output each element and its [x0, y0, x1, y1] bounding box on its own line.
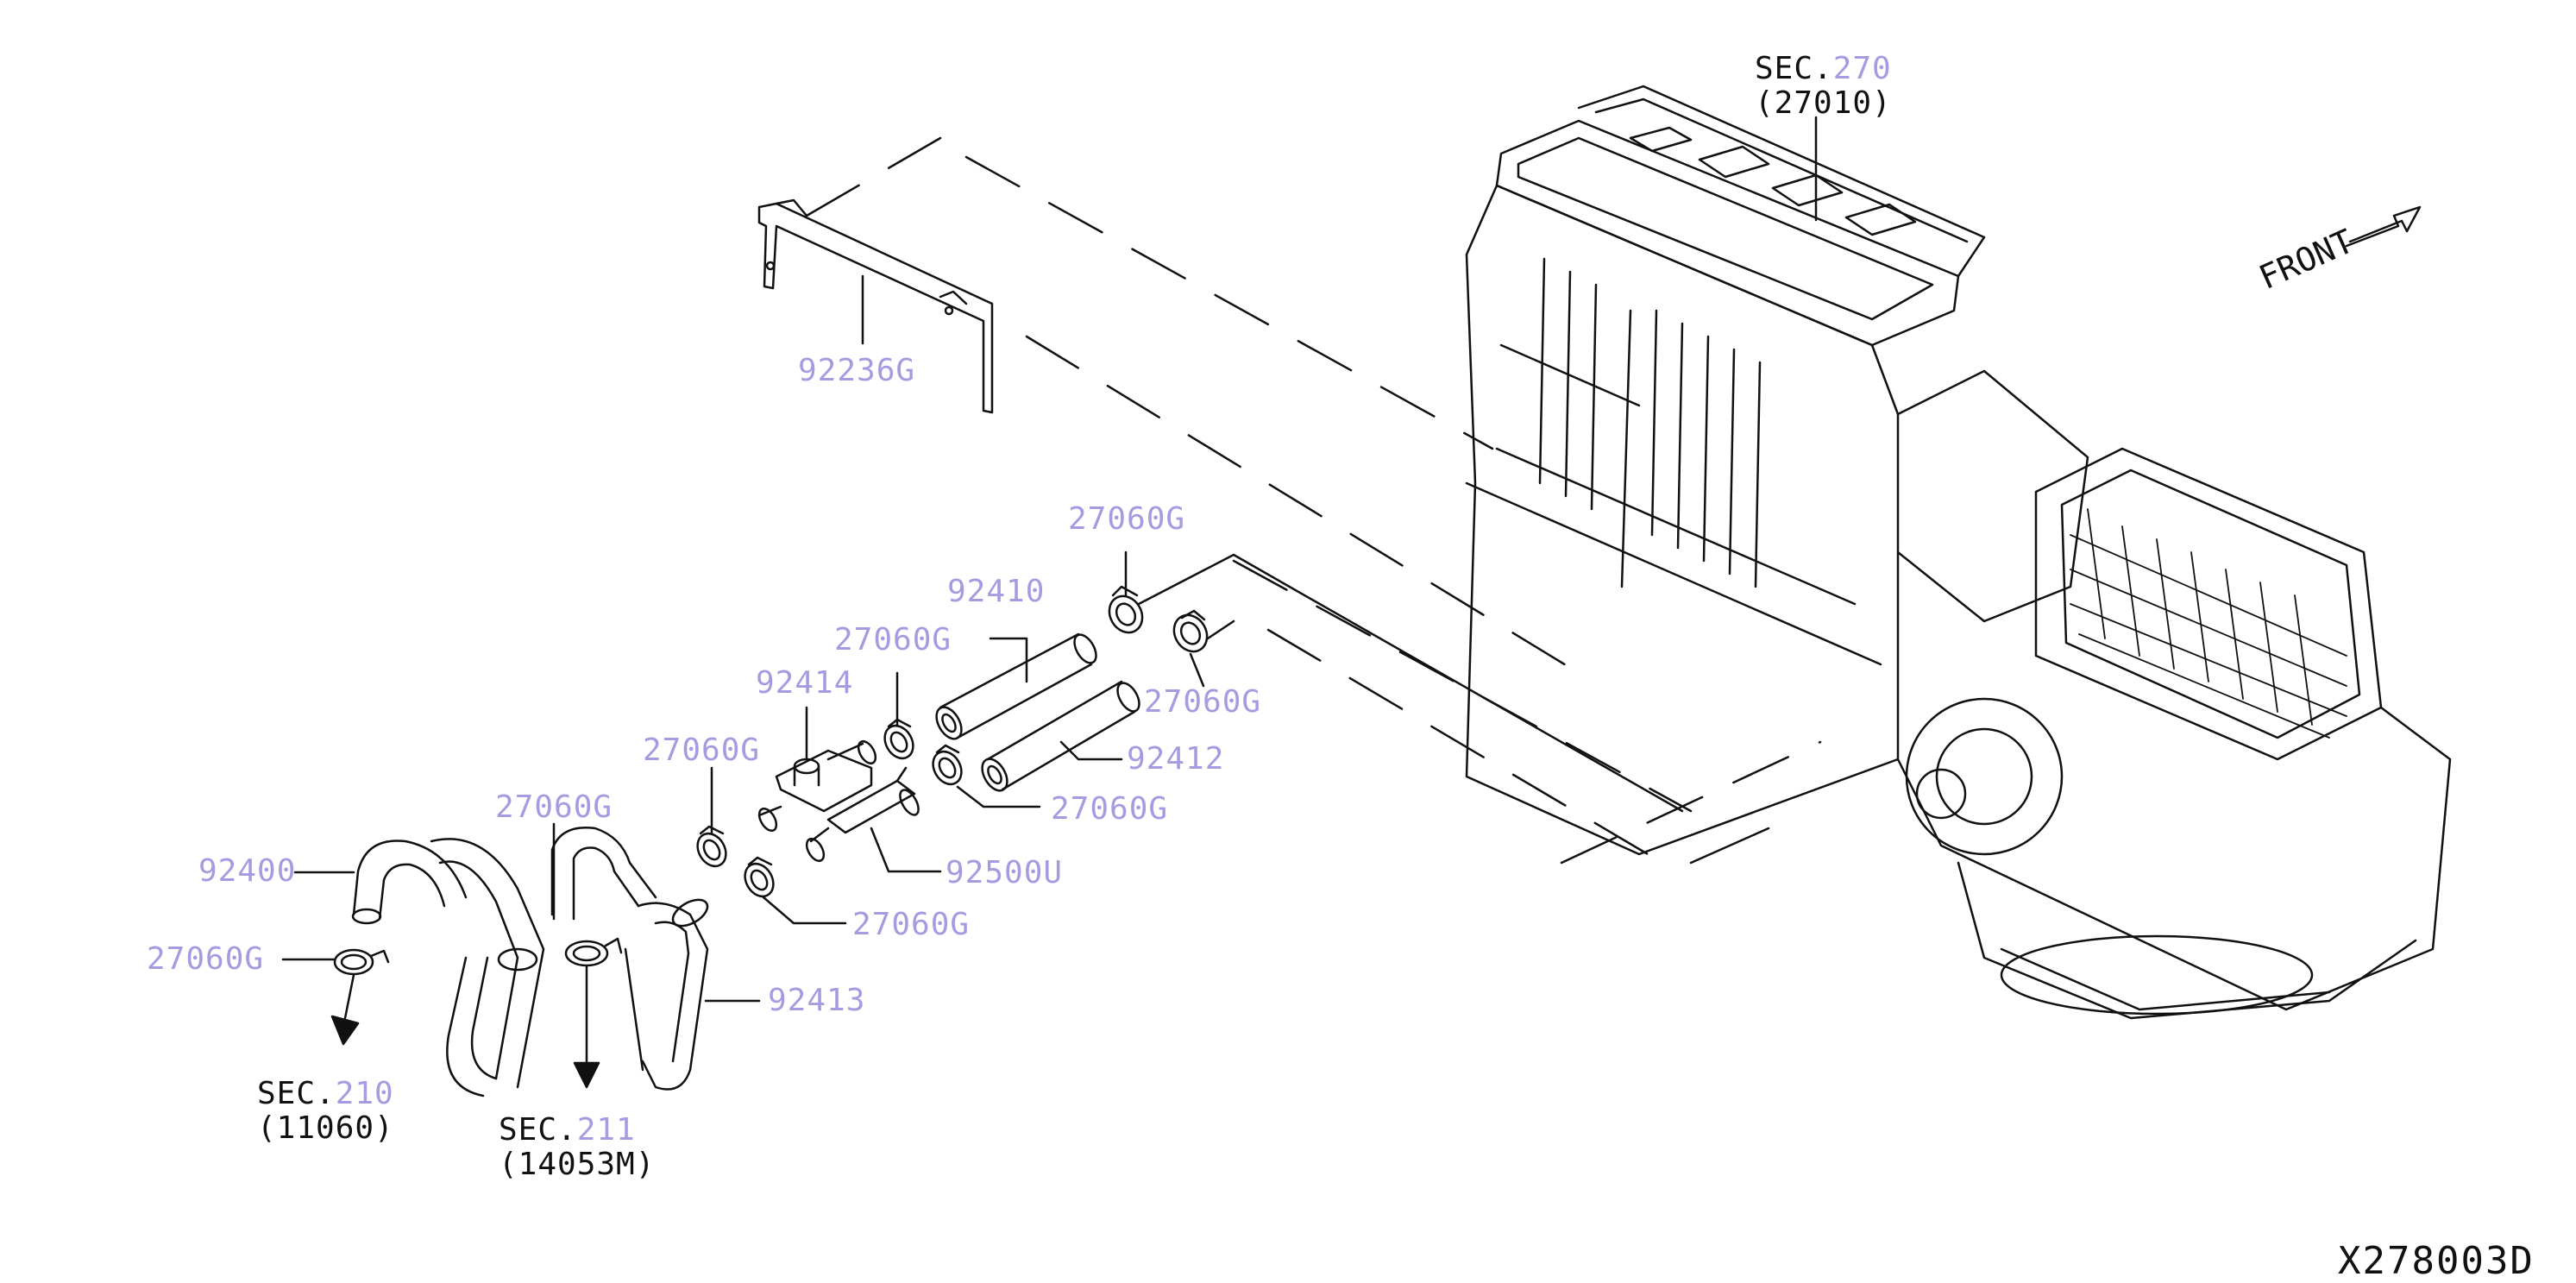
clamp-27060g-top — [1103, 587, 1148, 638]
clamp-27060g-lower-left — [692, 827, 732, 871]
front-arrow — [2347, 207, 2420, 246]
section-label-270: SEC.270 — [1755, 53, 1892, 85]
part-label-92400: 92400 — [198, 853, 297, 889]
part-label-27060g-b: 27060G — [834, 622, 952, 657]
diagram-id: X278003D — [2338, 1239, 2535, 1283]
part-label-27060g-far-left: 27060G — [147, 941, 265, 977]
part-label-27060g-f: 27060G — [852, 907, 971, 942]
leader-92500u — [871, 828, 940, 871]
part-label-27060g-right: 27060G — [1144, 684, 1262, 720]
section-prefix: SEC. — [257, 1076, 336, 1111]
hose-92400 — [353, 839, 543, 1096]
part-label-92413: 92413 — [768, 983, 866, 1018]
section-prefix: SEC. — [1755, 51, 1833, 86]
part-label-27060g-left: 27060G — [495, 789, 613, 825]
arrow-shaft-210 — [345, 975, 354, 1018]
section-code-11060: (11060) — [257, 1110, 394, 1146]
leader-92410 — [990, 638, 1027, 682]
arrow-sec211 — [575, 1063, 599, 1087]
part-label-92236g: 92236G — [798, 353, 916, 388]
leader-27060g-f — [763, 897, 845, 923]
leader-27060g-e — [958, 787, 1040, 807]
hose-92413 — [625, 895, 712, 1090]
hose-92412 — [977, 679, 1144, 795]
part-label-92410: 92410 — [947, 574, 1046, 609]
arrow-sec210 — [332, 1016, 358, 1044]
leader-27060g-right — [1191, 654, 1203, 686]
hose-92410 — [932, 631, 1101, 743]
pipe-guide-lines — [1139, 555, 1769, 863]
valve-92500u — [803, 768, 922, 864]
tee-joint-92414 — [756, 739, 879, 833]
section-code-27010: (27010) — [1755, 85, 1892, 121]
section-label-211: SEC.211 — [499, 1115, 636, 1146]
part-label-27060g-c: 27060G — [643, 733, 761, 768]
hvac-unit — [1467, 86, 2450, 1018]
part-label-27060g-e: 27060G — [1051, 791, 1169, 827]
section-number: 210 — [335, 1076, 394, 1111]
part-label-27060g-top: 27060G — [1068, 501, 1186, 537]
clamp-27060g-far-left — [335, 950, 388, 974]
hose-to-sec211 — [552, 827, 656, 965]
leader-92412 — [1061, 742, 1122, 759]
section-prefix: SEC. — [499, 1112, 577, 1148]
part-label-92412: 92412 — [1127, 741, 1225, 777]
clamp-27060g-right — [1167, 609, 1213, 657]
section-code-14053m: (14053M) — [499, 1147, 656, 1182]
section-number: 270 — [1832, 51, 1892, 86]
section-label-210: SEC.210 — [257, 1079, 394, 1110]
clamp-27060g-mid-lower — [927, 745, 967, 789]
clamp-27060g-lower-right — [739, 858, 779, 902]
part-label-92414: 92414 — [756, 665, 854, 701]
clamp-27060g-mid-upper — [879, 720, 919, 764]
bracket-92236g — [759, 200, 992, 412]
part-label-92500u: 92500U — [946, 855, 1064, 890]
projection-lines — [807, 138, 1820, 863]
section-number: 211 — [576, 1112, 636, 1148]
